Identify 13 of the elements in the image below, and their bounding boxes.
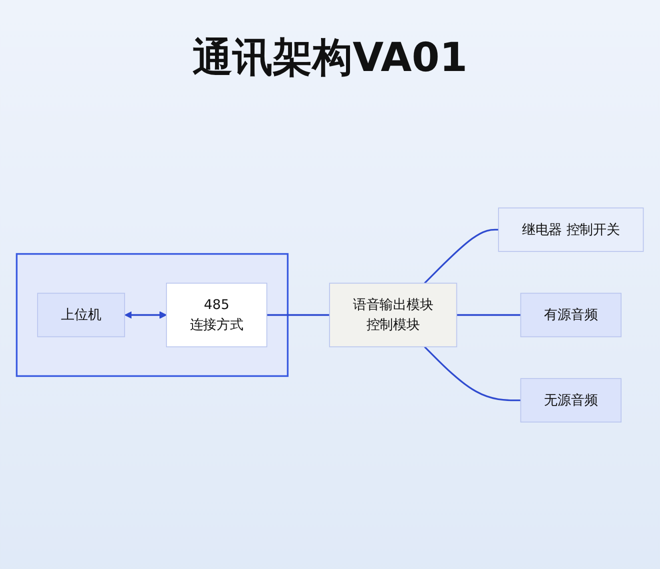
node-box: 上位机 [37,292,126,338]
connector [424,346,521,402]
connector [456,314,521,316]
node-box: 继电器 控制开关 [498,208,644,252]
node-box: 有源音频 [520,292,622,338]
arrow [124,311,167,319]
connector [266,314,330,316]
node-box: 语音输出模块 控制模块 [329,282,458,348]
node-box: 无源音频 [520,378,622,422]
connector [424,228,499,284]
node-box: 485 连接方式 [166,282,268,348]
cluster [16,253,289,377]
diagram-title: 通讯架构VA01 [192,34,468,83]
